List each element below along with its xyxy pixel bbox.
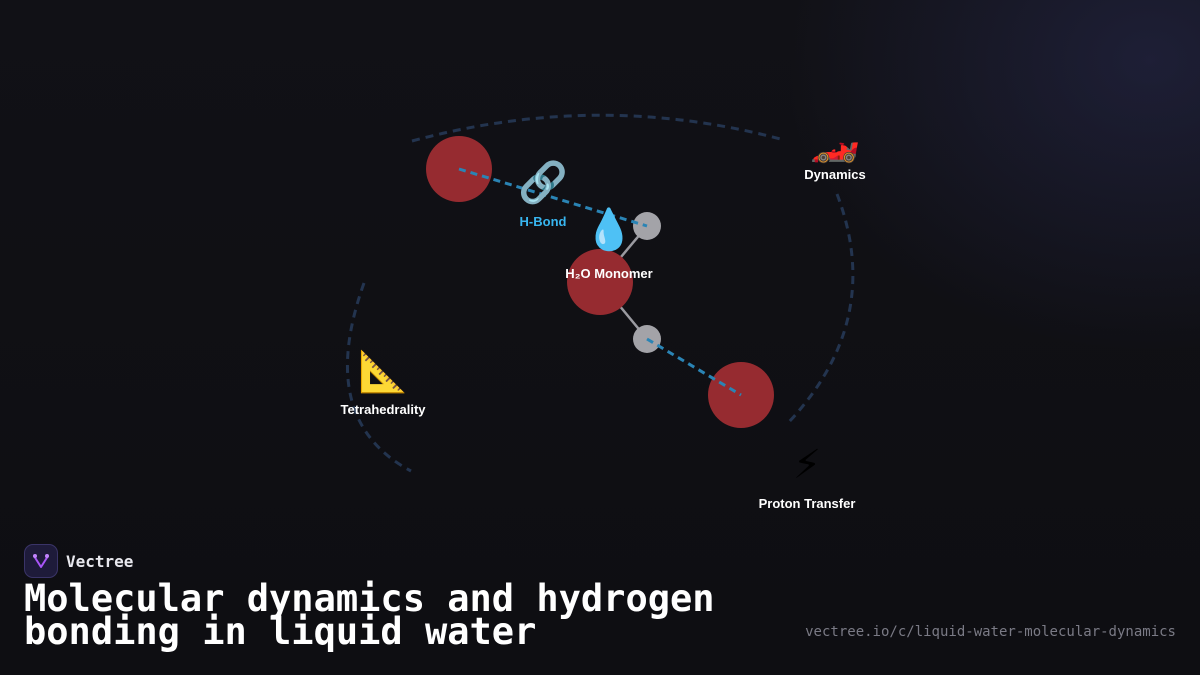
brand-name: Vectree: [66, 551, 134, 571]
tetrahedrality-label: Tetrahedrality: [340, 402, 426, 417]
race-car-icon: 🏎️: [810, 119, 860, 165]
brand: Vectree: [24, 544, 133, 578]
orbit-arc-top: [411, 113, 785, 143]
orbit-arc-left: [346, 282, 412, 473]
droplet-icon: 💧: [584, 207, 634, 253]
oxygen-atom-center: [567, 249, 633, 315]
triangle-ruler-icon: 📐: [358, 349, 408, 395]
vectree-logo-icon: [24, 544, 58, 578]
hydrogen-bond-lower: [646, 337, 742, 397]
monomer-label: H₂O Monomer: [565, 266, 653, 281]
source-url: vectree.io/c/liquid-water-molecular-dyna…: [805, 624, 1176, 640]
link-icon: 🔗: [518, 160, 568, 206]
page-title: Molecular dynamics and hydrogen bonding …: [24, 577, 715, 653]
dynamics-label: Dynamics: [804, 167, 866, 182]
proton-transfer-label: Proton Transfer: [758, 496, 856, 511]
hydrogen-bond-upper: [458, 167, 648, 228]
orbit-arc-right: [786, 193, 855, 425]
hbond-label: H-Bond: [519, 214, 567, 229]
lightning-icon: ⚡: [792, 442, 822, 488]
